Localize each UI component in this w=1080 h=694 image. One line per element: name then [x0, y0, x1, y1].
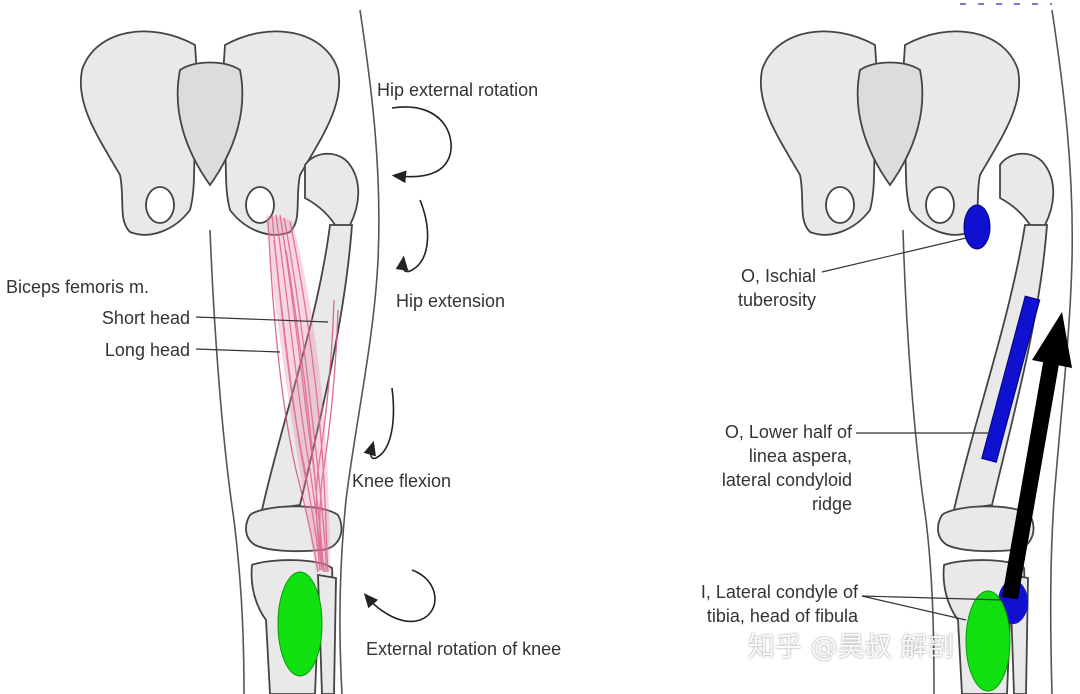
action-arrow-shaft	[1002, 350, 1061, 600]
label-biceps-femoris: Biceps femoris m.	[6, 277, 150, 297]
insertion-marker-left	[277, 571, 323, 677]
thigh-outline-left	[209, 229, 245, 694]
thigh-outline-left-r	[902, 229, 935, 694]
left-panel	[79, 9, 452, 694]
leader-short-head	[195, 316, 329, 323]
obturator-right-r	[925, 186, 955, 224]
hip-external-rotation-arrow	[391, 106, 452, 184]
obturator-left-r	[825, 186, 855, 224]
label-hip-extension: Hip extension	[396, 291, 506, 311]
label-external-rotation-knee: External rotation of knee	[366, 639, 562, 659]
sacrum	[176, 61, 244, 187]
femur-head-neck	[304, 152, 360, 232]
label-origin-ischial-line1: O, Ischial	[740, 266, 816, 286]
right-panel	[759, 3, 1074, 694]
label-origin-linea-line2: linea aspera,	[748, 446, 852, 466]
left-iliac-wing	[79, 30, 201, 236]
label-insertion-line2: tibia, head of fibula	[706, 606, 858, 626]
insertion-marker-right	[965, 590, 1011, 692]
sacrum-r	[856, 61, 924, 187]
femur-head-neck-r	[999, 152, 1055, 232]
leader-long-head	[195, 348, 281, 353]
label-long-head: Long head	[104, 340, 190, 360]
action-arrow-head	[1032, 312, 1072, 368]
leader-ischial	[821, 237, 967, 273]
label-origin-ischial-line2: tuberosity	[737, 290, 816, 310]
label-origin-linea-aspera: O, Lower half of linea aspera, lateral c…	[680, 420, 852, 516]
right-iliac-wing	[219, 30, 341, 236]
obturator-left	[145, 186, 175, 224]
pelvis-left-view	[79, 30, 341, 236]
label-short-head: Short head	[101, 308, 190, 328]
origin-ischial-marker	[963, 204, 991, 250]
leader-insertion-1	[861, 595, 1005, 601]
biceps-femoris-muscle	[267, 214, 339, 573]
leader-insertion-2	[861, 595, 967, 621]
origin-linea-aspera-marker	[981, 295, 1041, 463]
label-insertion-line1: I, Lateral condyle of	[700, 582, 858, 602]
label-origin-linea-line1: O, Lower half of	[724, 422, 852, 442]
obturator-right	[245, 186, 275, 224]
pelvis-right-view	[759, 30, 1021, 236]
knee-flexion-arrow	[363, 387, 395, 460]
label-origin-ischial: O, Ischial tuberosity	[650, 264, 816, 312]
label-insertion: I, Lateral condyle of tibia, head of fib…	[640, 580, 858, 628]
right-iliac-wing-r	[899, 30, 1021, 236]
thigh-outline-right	[339, 9, 380, 694]
external-rotation-knee-arrow	[363, 569, 436, 623]
fibula	[317, 573, 337, 694]
watermark: 知乎 @昊叔 解剖	[748, 632, 955, 663]
label-knee-flexion: Knee flexion	[352, 471, 452, 491]
left-iliac-wing-r	[759, 30, 881, 236]
hip-extension-arrow	[395, 199, 429, 273]
label-origin-linea-line4: ridge	[811, 494, 852, 514]
label-hip-external-rotation: Hip external rotation	[377, 80, 539, 100]
label-origin-linea-line3: lateral condyloid	[721, 470, 852, 490]
biceps-femoris-fill	[266, 215, 330, 572]
